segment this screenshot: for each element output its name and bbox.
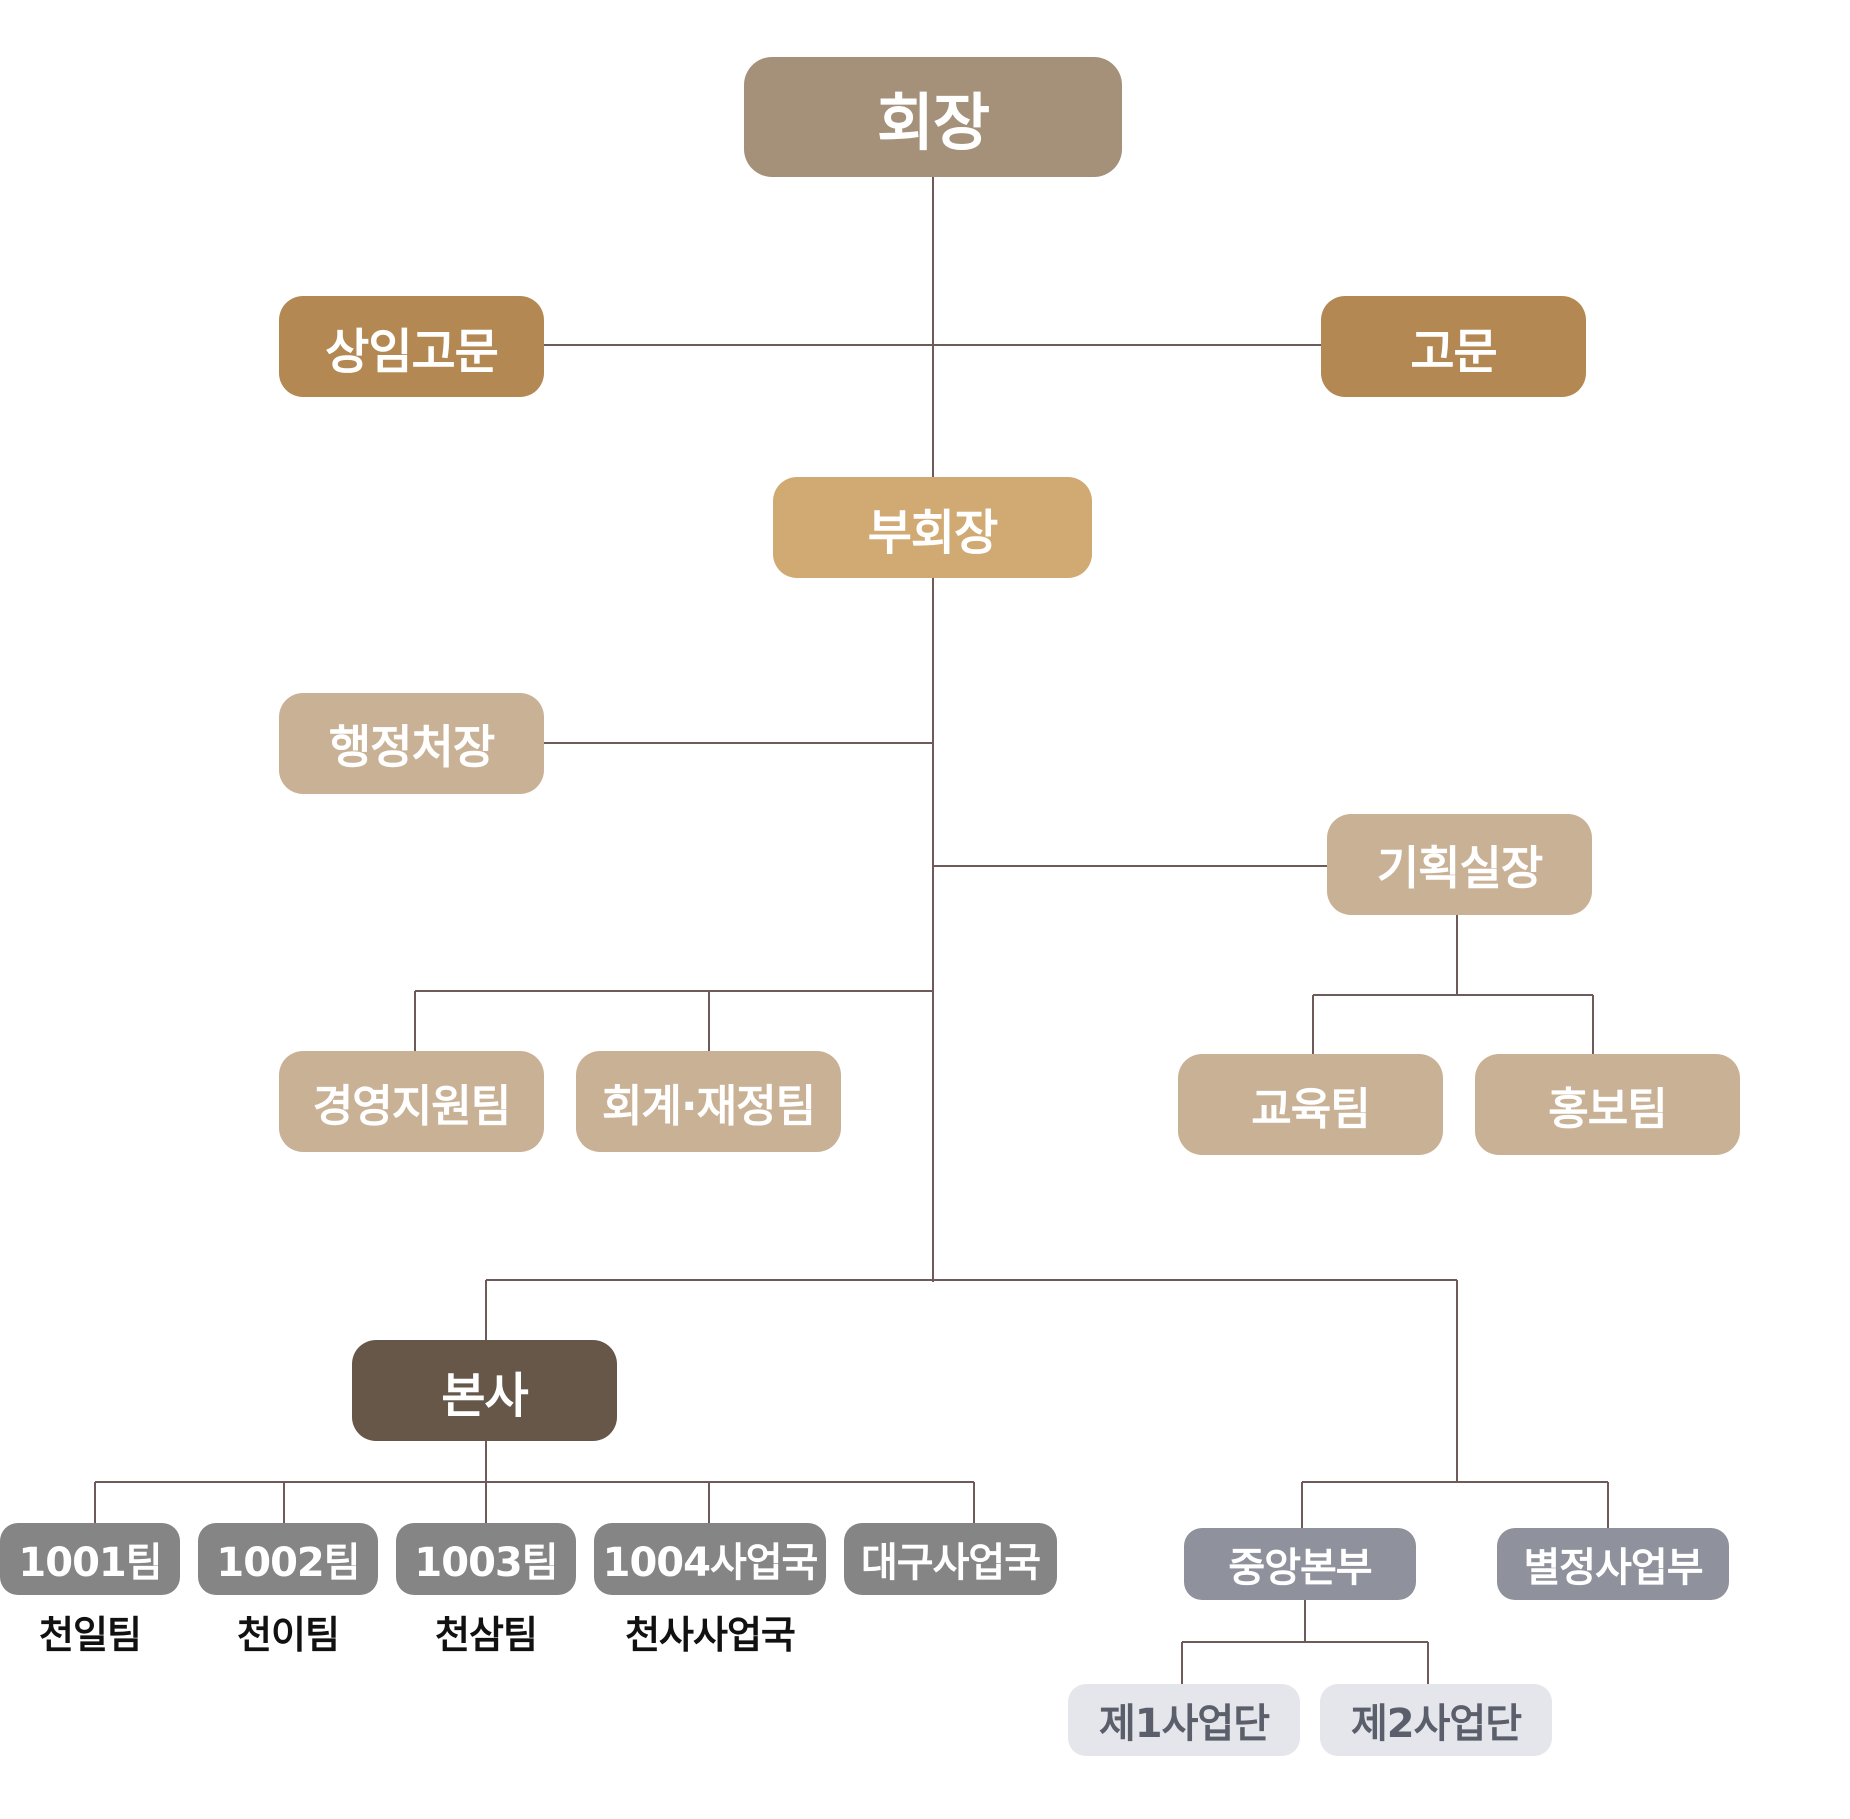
vice-chairman-box: 부회장 <box>773 477 1092 578</box>
special-division-label: 별정사업부 <box>1523 1545 1704 1591</box>
hq-team-box: 1001팀 <box>0 1523 180 1595</box>
planning-director-label: 기획실장 <box>1376 840 1543 895</box>
advisor-label: 고문 <box>1410 323 1497 380</box>
planning-team-label: 교육팀 <box>1251 1083 1370 1135</box>
hq-team-sublabel: 천일팀 <box>39 1613 142 1657</box>
hq-team-sublabel: 천이팀 <box>237 1613 340 1657</box>
chairman-label: 회장 <box>876 86 990 159</box>
hq-team-box: 1004사업국 <box>594 1523 826 1595</box>
hq-team-box: 1003팀 <box>396 1523 576 1595</box>
admin-director-box: 행정처장 <box>279 693 544 794</box>
admin-team-label: 회계·재정팀 <box>601 1080 816 1132</box>
planning-team-label: 홍보팀 <box>1548 1083 1667 1135</box>
business-unit-label: 제2사업단 <box>1350 1701 1522 1747</box>
admin-team-box: 경영지원팀 <box>279 1051 544 1152</box>
hq-team-label: 1004사업국 <box>602 1540 819 1586</box>
admin-team-label: 경영지원팀 <box>312 1080 511 1132</box>
hq-team-label: 1003팀 <box>414 1540 558 1586</box>
advisor-box: 고문 <box>1321 296 1586 397</box>
business-unit-box: 제2사업단 <box>1320 1684 1552 1756</box>
chairman-box: 회장 <box>744 57 1122 177</box>
vice-chairman-label: 부회장 <box>867 504 998 561</box>
hq-team-label: 1001팀 <box>18 1540 162 1586</box>
admin-team-box: 회계·재정팀 <box>576 1051 841 1152</box>
headquarters-label: 본사 <box>441 1367 528 1424</box>
business-unit-label: 제1사업단 <box>1098 1701 1270 1747</box>
senior-advisor-box: 상임고문 <box>279 296 544 397</box>
hq-team-sublabel: 천사사업국 <box>625 1613 796 1657</box>
planning-team-box: 홍보팀 <box>1475 1054 1740 1155</box>
hq-team-label: 대구사업국 <box>861 1540 1041 1586</box>
senior-advisor-label: 상임고문 <box>325 323 499 380</box>
hq-team-sublabel: 천삼팀 <box>435 1613 538 1657</box>
headquarters-box: 본사 <box>352 1340 617 1441</box>
planning-team-box: 교육팀 <box>1178 1054 1443 1155</box>
central-hq-box: 중앙본부 <box>1184 1528 1416 1600</box>
central-hq-label: 중앙본부 <box>1228 1545 1372 1591</box>
hq-team-label: 1002팀 <box>216 1540 360 1586</box>
admin-director-label: 행정처장 <box>328 719 495 774</box>
planning-director-box: 기획실장 <box>1327 814 1592 915</box>
hq-team-box: 대구사업국 <box>844 1523 1057 1595</box>
special-division-box: 별정사업부 <box>1497 1528 1729 1600</box>
business-unit-box: 제1사업단 <box>1068 1684 1300 1756</box>
hq-team-box: 1002팀 <box>198 1523 378 1595</box>
